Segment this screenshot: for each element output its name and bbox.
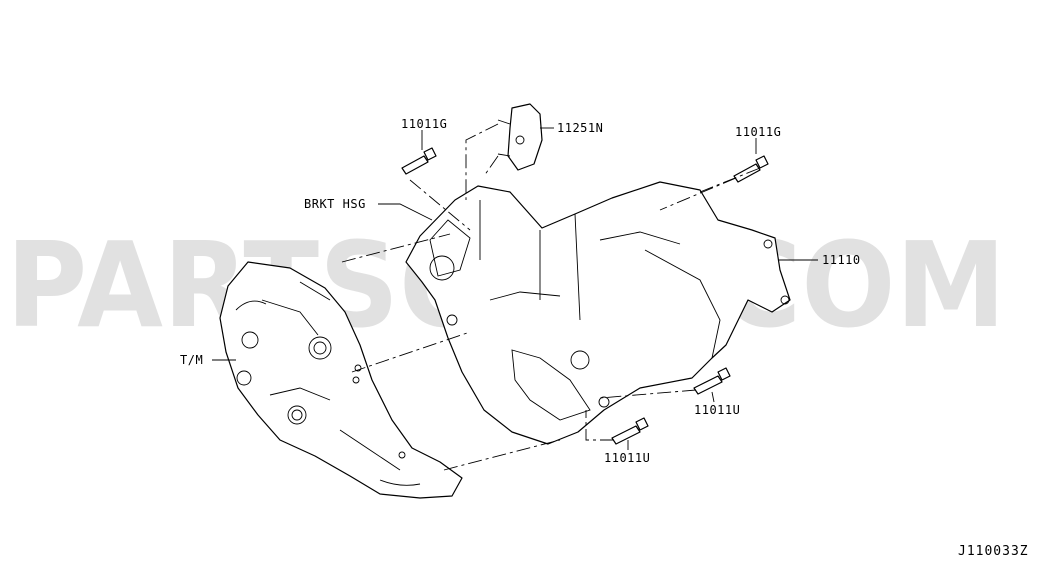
bracket-part [497,103,543,171]
callout-bolt-11011u-right: 11011U [694,403,740,417]
alignment-lines [341,123,761,471]
bolt-icon [693,367,731,395]
diagram-reference-code: J110033Z [958,544,1029,559]
transmission-case [219,261,463,499]
bolt-icon [401,147,437,175]
engine-block [405,181,791,445]
leader-lines [212,127,818,450]
bolt-icon [611,417,649,445]
callout-bolt-11011g-left: 11011G [401,117,447,131]
callout-bolt-11011g-right: 11011G [735,125,781,139]
callout-oil-pan-11110: 11110 [822,253,861,267]
callout-transmission: T/M [180,353,203,367]
callout-bracket-11251n: 11251N [557,121,603,135]
bolt-icon [733,155,769,183]
callout-brkt-hsg: BRKT HSG [304,197,366,211]
callout-bolt-11011u-center: 11011U [604,451,650,465]
